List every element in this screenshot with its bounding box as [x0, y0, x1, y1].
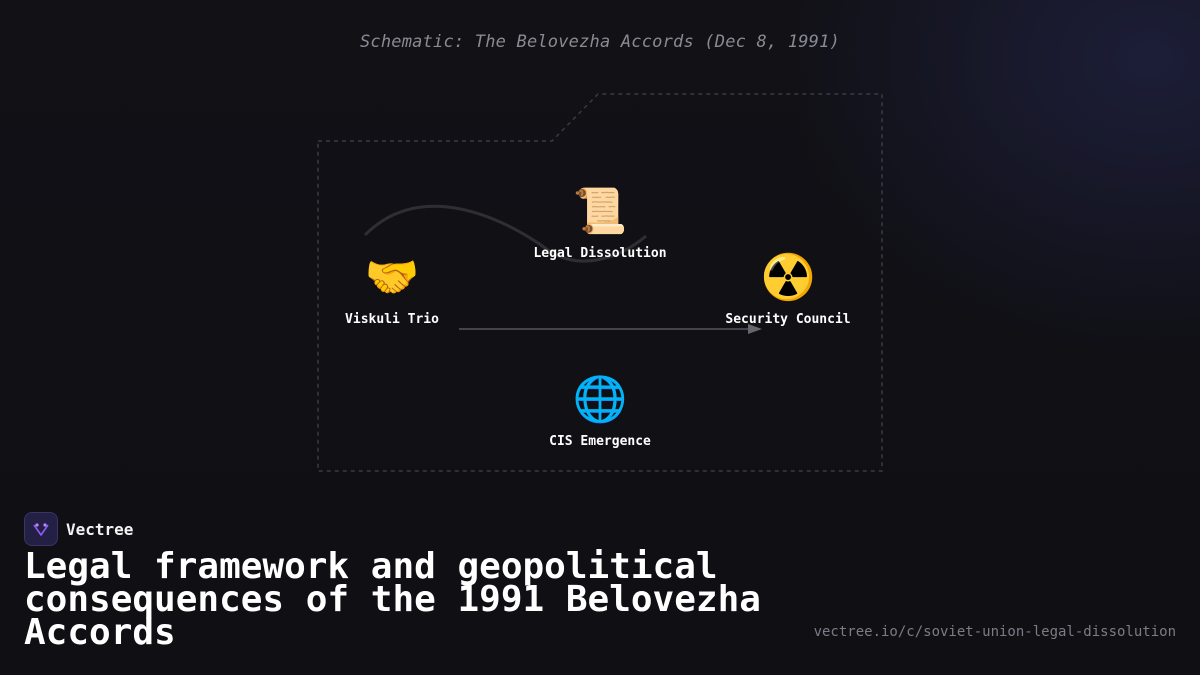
radioactive-icon: ☢️	[760, 252, 816, 303]
handshake-icon: 🤝	[364, 252, 420, 303]
page-url[interactable]: vectree.io/c/soviet-union-legal-dissolut…	[813, 624, 1176, 640]
globe-icon: 🌐	[572, 374, 628, 425]
node-label: Viskuli Trio	[345, 312, 439, 327]
diagram-title: Schematic: The Belovezha Accords (Dec 8,…	[359, 32, 840, 52]
diagram-frame	[317, 93, 883, 472]
node-security-council: ☢️ Security Council	[725, 252, 850, 327]
vectree-logo-icon	[24, 512, 58, 546]
node-viskuli-trio: 🤝 Viskuli Trio	[345, 252, 439, 327]
node-label: Security Council	[725, 312, 851, 327]
node-legal-dissolution: 📜 Legal Dissolution	[533, 186, 666, 261]
node-cis-emergence: 🌐 CIS Emergence	[549, 374, 651, 449]
brand[interactable]: Vectree	[24, 512, 133, 546]
brand-name: Vectree	[66, 519, 134, 539]
page-headline: Legal framework and geopolitical consequ…	[24, 546, 761, 653]
node-label: Legal Dissolution	[533, 246, 667, 261]
scroll-icon: 📜	[572, 186, 628, 237]
edge-viskuli-legal	[363, 204, 647, 263]
node-label: CIS Emergence	[549, 434, 651, 449]
